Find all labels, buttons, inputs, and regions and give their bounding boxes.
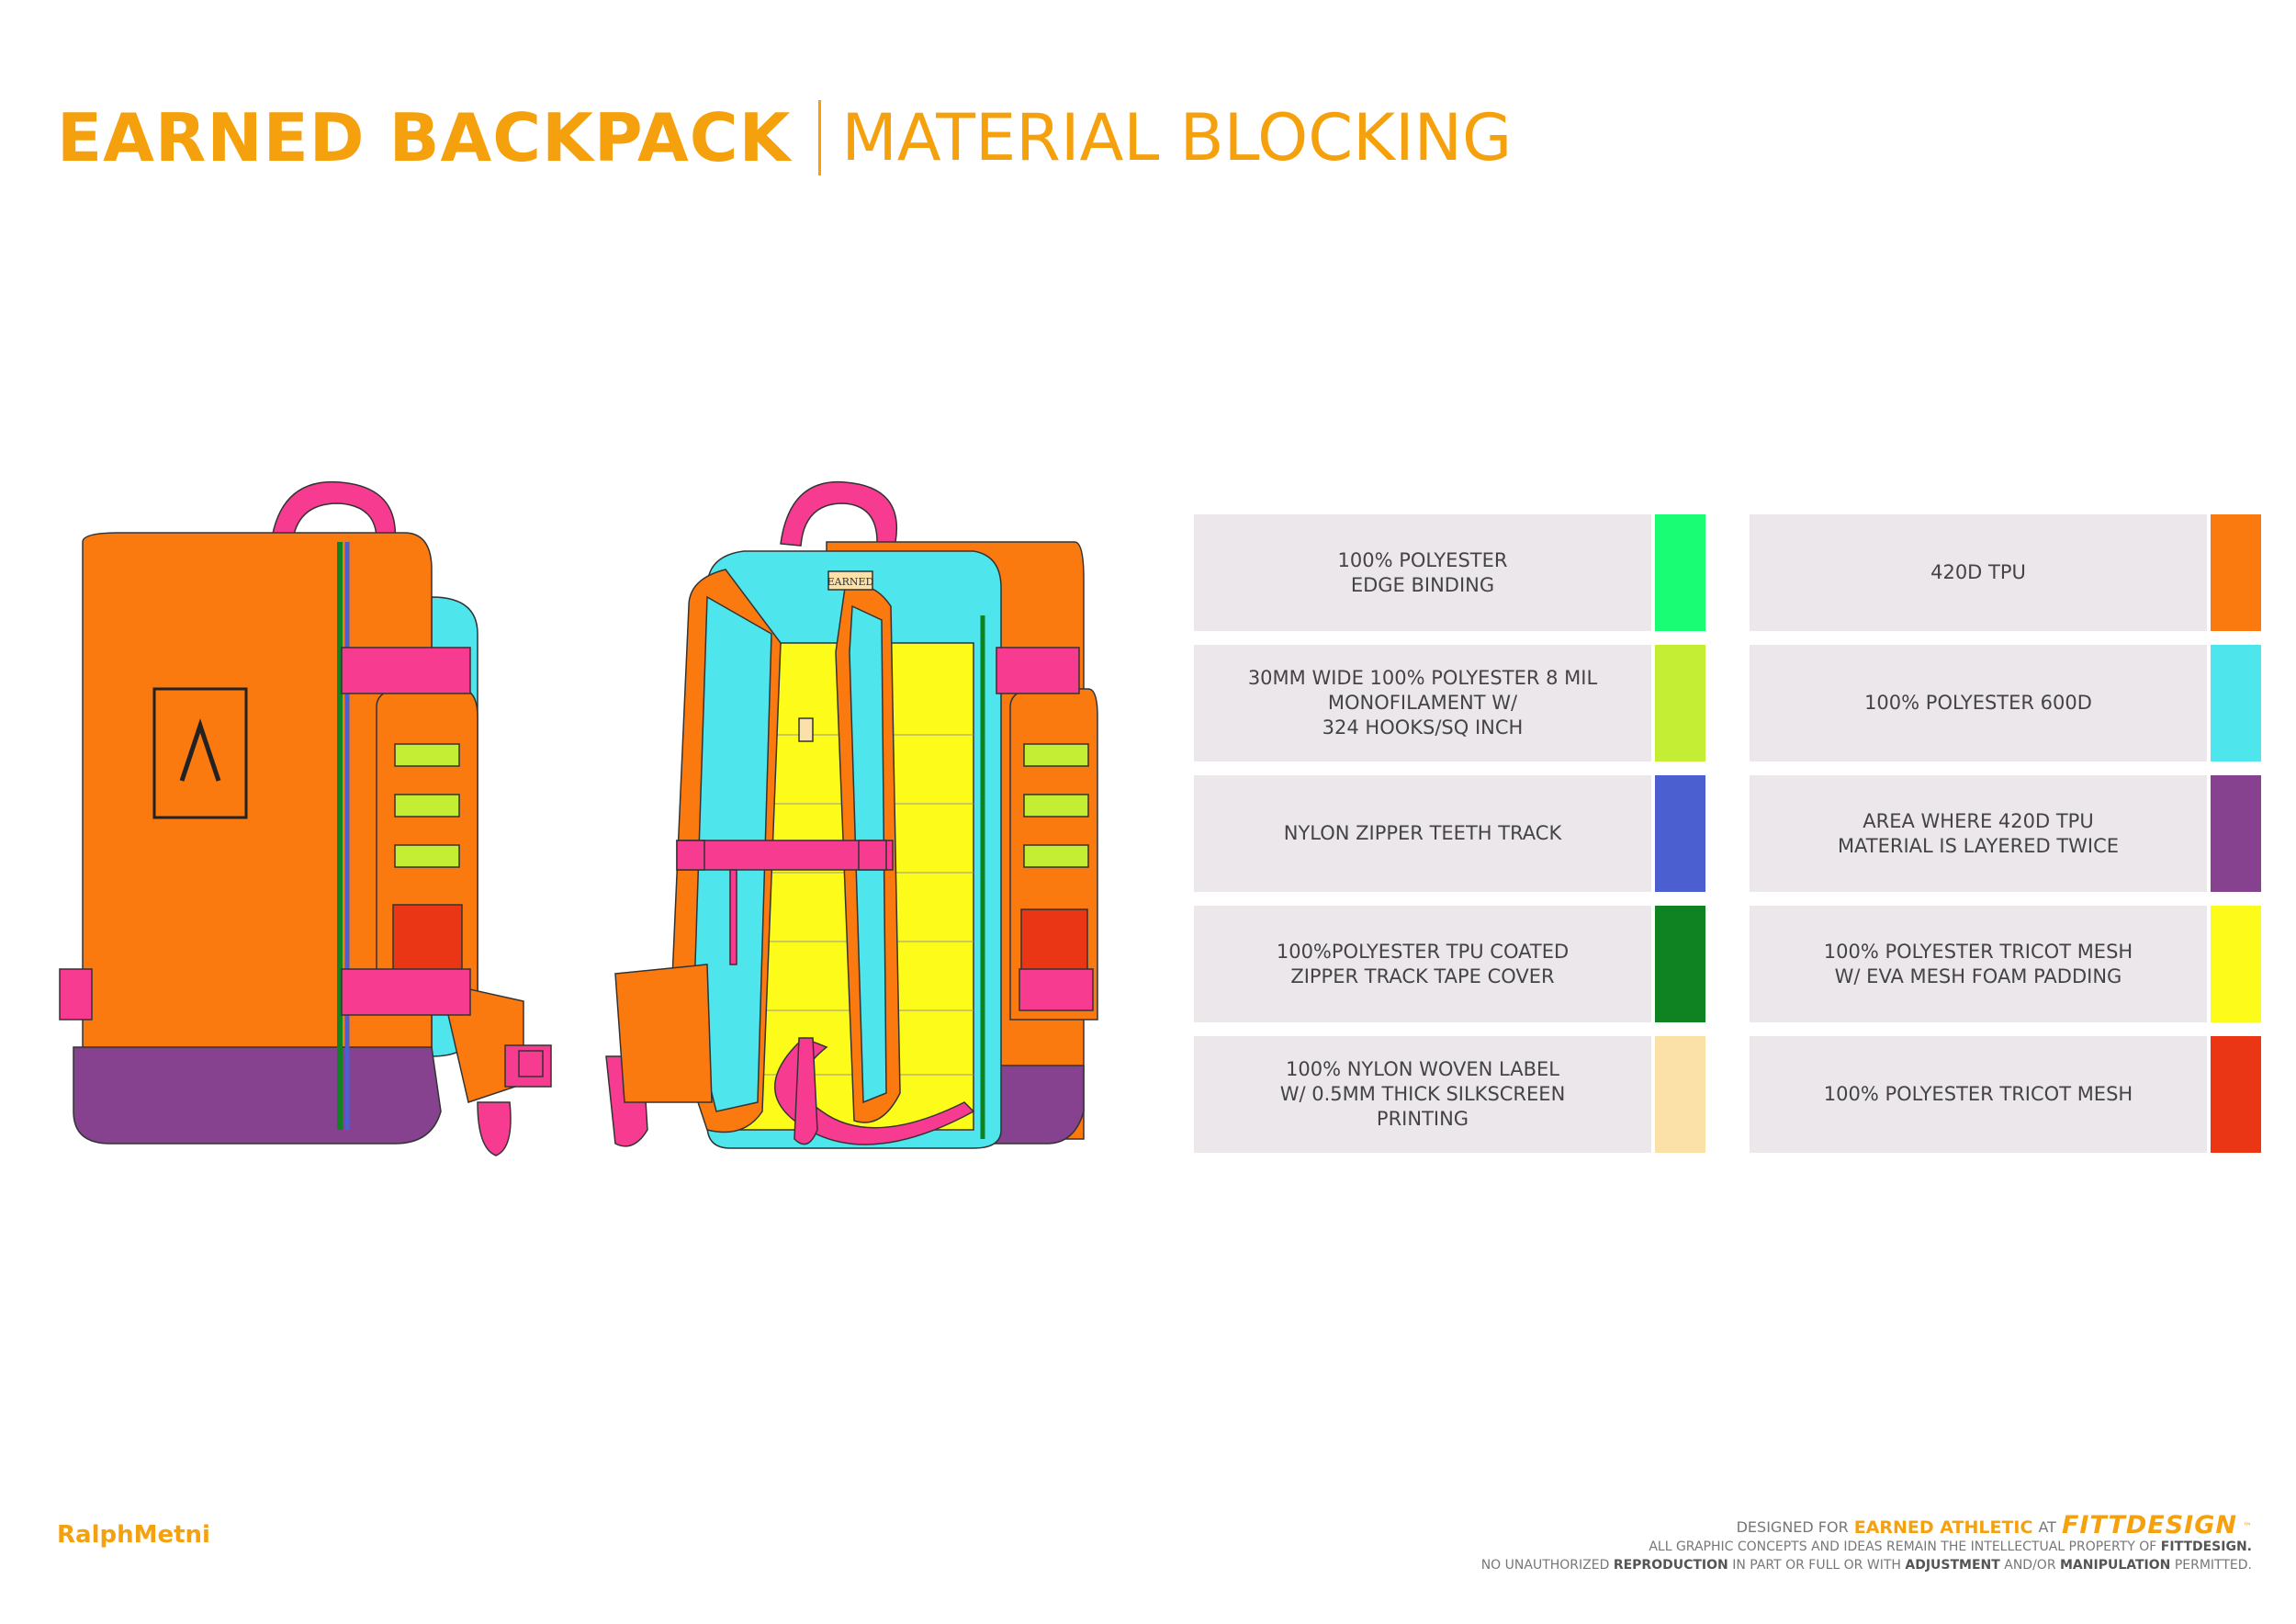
- title-main: EARNED BACKPACK: [57, 99, 792, 176]
- page-title: EARNED BACKPACK MATERIAL BLOCKING: [57, 92, 1512, 184]
- material-color-swatch: [1655, 514, 1705, 631]
- material-label: 100%POLYESTER TPU COATED ZIPPER TRACK TA…: [1194, 906, 1651, 1022]
- notice-bold: MANIPULATION: [2060, 1558, 2171, 1573]
- material-color-swatch: [2211, 514, 2261, 631]
- ip-owner: FITTDESIGN.: [2160, 1539, 2252, 1554]
- material-label: AREA WHERE 420D TPU MATERIAL IS LAYERED …: [1750, 775, 2207, 892]
- fittdesign-logo: FITTDESIGN: [2061, 1511, 2237, 1539]
- material-label: NYLON ZIPPER TEETH TRACK: [1194, 775, 1651, 892]
- material-label: 100% POLYESTER 600D: [1750, 645, 2207, 761]
- material-color-swatch: [2211, 645, 2261, 761]
- material-color-swatch: [2211, 1036, 2261, 1153]
- notice-bold: REPRODUCTION: [1613, 1558, 1728, 1573]
- material-color-swatch: [2211, 775, 2261, 892]
- material-color-swatch: [1655, 645, 1705, 761]
- credits-footer: DESIGNED FOR EARNED ATHLETIC AT FITTDESI…: [1481, 1511, 2252, 1574]
- client-name: EARNED ATHLETIC: [1853, 1517, 2033, 1538]
- material-color-swatch: [1655, 906, 1705, 1022]
- material-color-swatch: [2211, 906, 2261, 1022]
- backpack-back-view: EARNED: [605, 480, 1098, 1149]
- trademark-symbol: ™: [2243, 1522, 2252, 1532]
- designed-for-text: DESIGNED FOR: [1736, 1518, 1849, 1536]
- notice-text: IN PART OR FULL OR WITH: [1732, 1558, 1901, 1573]
- author-name: RalphMetni: [57, 1521, 210, 1549]
- credits-line-1: DESIGNED FOR EARNED ATHLETIC AT FITTDESI…: [1481, 1511, 2252, 1539]
- credits-line-3: NO UNAUTHORIZED REPRODUCTION IN PART OR …: [1481, 1556, 2252, 1574]
- notice-text: AND/OR: [2004, 1558, 2056, 1573]
- title-divider: [818, 100, 822, 175]
- woven-label-text: EARNED: [827, 576, 874, 588]
- material-color-swatch: [1655, 1036, 1705, 1153]
- backpack-drawings: EARNED: [46, 468, 1120, 1176]
- notice-text: PERMITTED.: [2174, 1558, 2252, 1573]
- material-label: 30MM WIDE 100% POLYESTER 8 MIL MONOFILAM…: [1194, 645, 1651, 761]
- material-label: 420D TPU: [1750, 514, 2207, 631]
- backpack-front-view: [59, 480, 552, 1156]
- material-label: 100% POLYESTER TRICOT MESH W/ EVA MESH F…: [1750, 906, 2207, 1022]
- at-text: AT: [2038, 1518, 2056, 1536]
- credits-line-2: ALL GRAPHIC CONCEPTS AND IDEAS REMAIN TH…: [1481, 1538, 2252, 1556]
- material-label: 100% NYLON WOVEN LABEL W/ 0.5MM THICK SI…: [1194, 1036, 1651, 1153]
- title-sub: MATERIAL BLOCKING: [841, 100, 1513, 175]
- material-legend: 100% POLYESTER EDGE BINDING 30MM WIDE 10…: [1194, 514, 2261, 1153]
- material-label: 100% POLYESTER EDGE BINDING: [1194, 514, 1651, 631]
- notice-text: NO UNAUTHORIZED: [1480, 1558, 1610, 1573]
- material-label: 100% POLYESTER TRICOT MESH: [1750, 1036, 2207, 1153]
- notice-bold: ADJUSTMENT: [1905, 1558, 2000, 1573]
- ip-text: ALL GRAPHIC CONCEPTS AND IDEAS REMAIN TH…: [1649, 1539, 2157, 1554]
- material-color-swatch: [1655, 775, 1705, 892]
